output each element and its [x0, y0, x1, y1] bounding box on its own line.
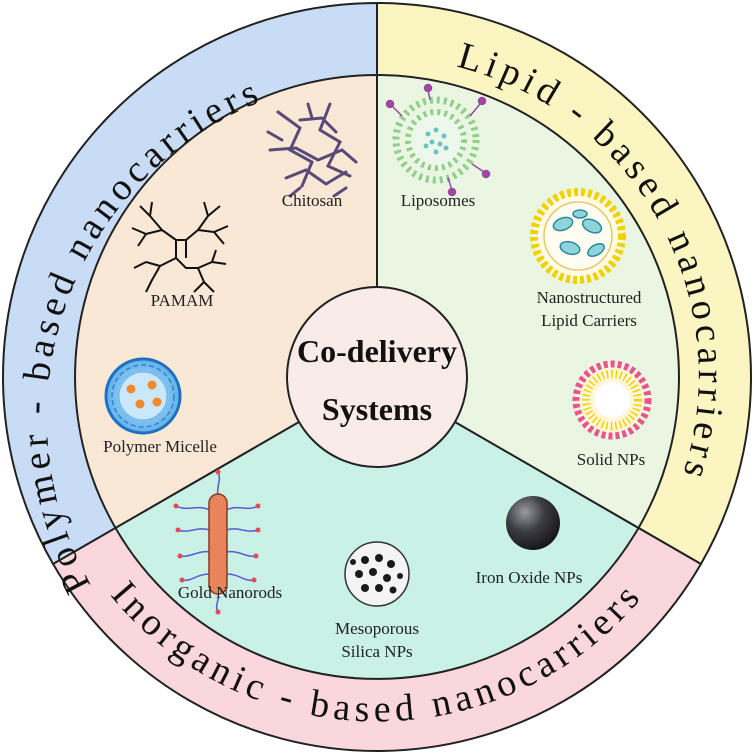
- nlc-label-line2: Lipid Carriers: [541, 311, 637, 330]
- chitosan-label: Chitosan: [282, 191, 343, 210]
- center-title-line1: Co-delivery: [297, 333, 457, 369]
- gold-nanorods-label: Gold Nanorods: [178, 583, 282, 602]
- solid-nps-label: Solid NPs: [577, 450, 646, 469]
- solid-nanoparticle-icon: [572, 360, 652, 440]
- polymer-micelle-label: Polymer Micelle: [103, 437, 217, 456]
- iron-oxide-nanoparticle-icon: [506, 496, 560, 550]
- nanostructured-lipid-carrier-icon: [530, 188, 626, 284]
- liposomes-label: Liposomes: [401, 191, 476, 210]
- inner-sector-inorganic: [114, 375, 640, 680]
- polymer-micelle-icon: [104, 357, 182, 435]
- iron-oxide-label: Iron Oxide NPs: [476, 568, 583, 587]
- pamam-icon: [131, 201, 229, 293]
- liposome-icon: [385, 83, 491, 197]
- gold-nanorod-icon: [173, 469, 261, 615]
- pamam-label: PAMAM: [151, 291, 214, 310]
- silica-label-line1: Mesoporous: [335, 619, 419, 638]
- center-hub: Co-delivery Systems: [286, 286, 468, 468]
- silica-label-line2: Silica NPs: [341, 642, 412, 661]
- mesoporous-silica-icon: [344, 541, 410, 607]
- center-title-line2: Systems: [322, 391, 432, 427]
- nlc-label-line1: Nanostructured: [537, 288, 642, 307]
- chitosan-icon: [266, 102, 358, 198]
